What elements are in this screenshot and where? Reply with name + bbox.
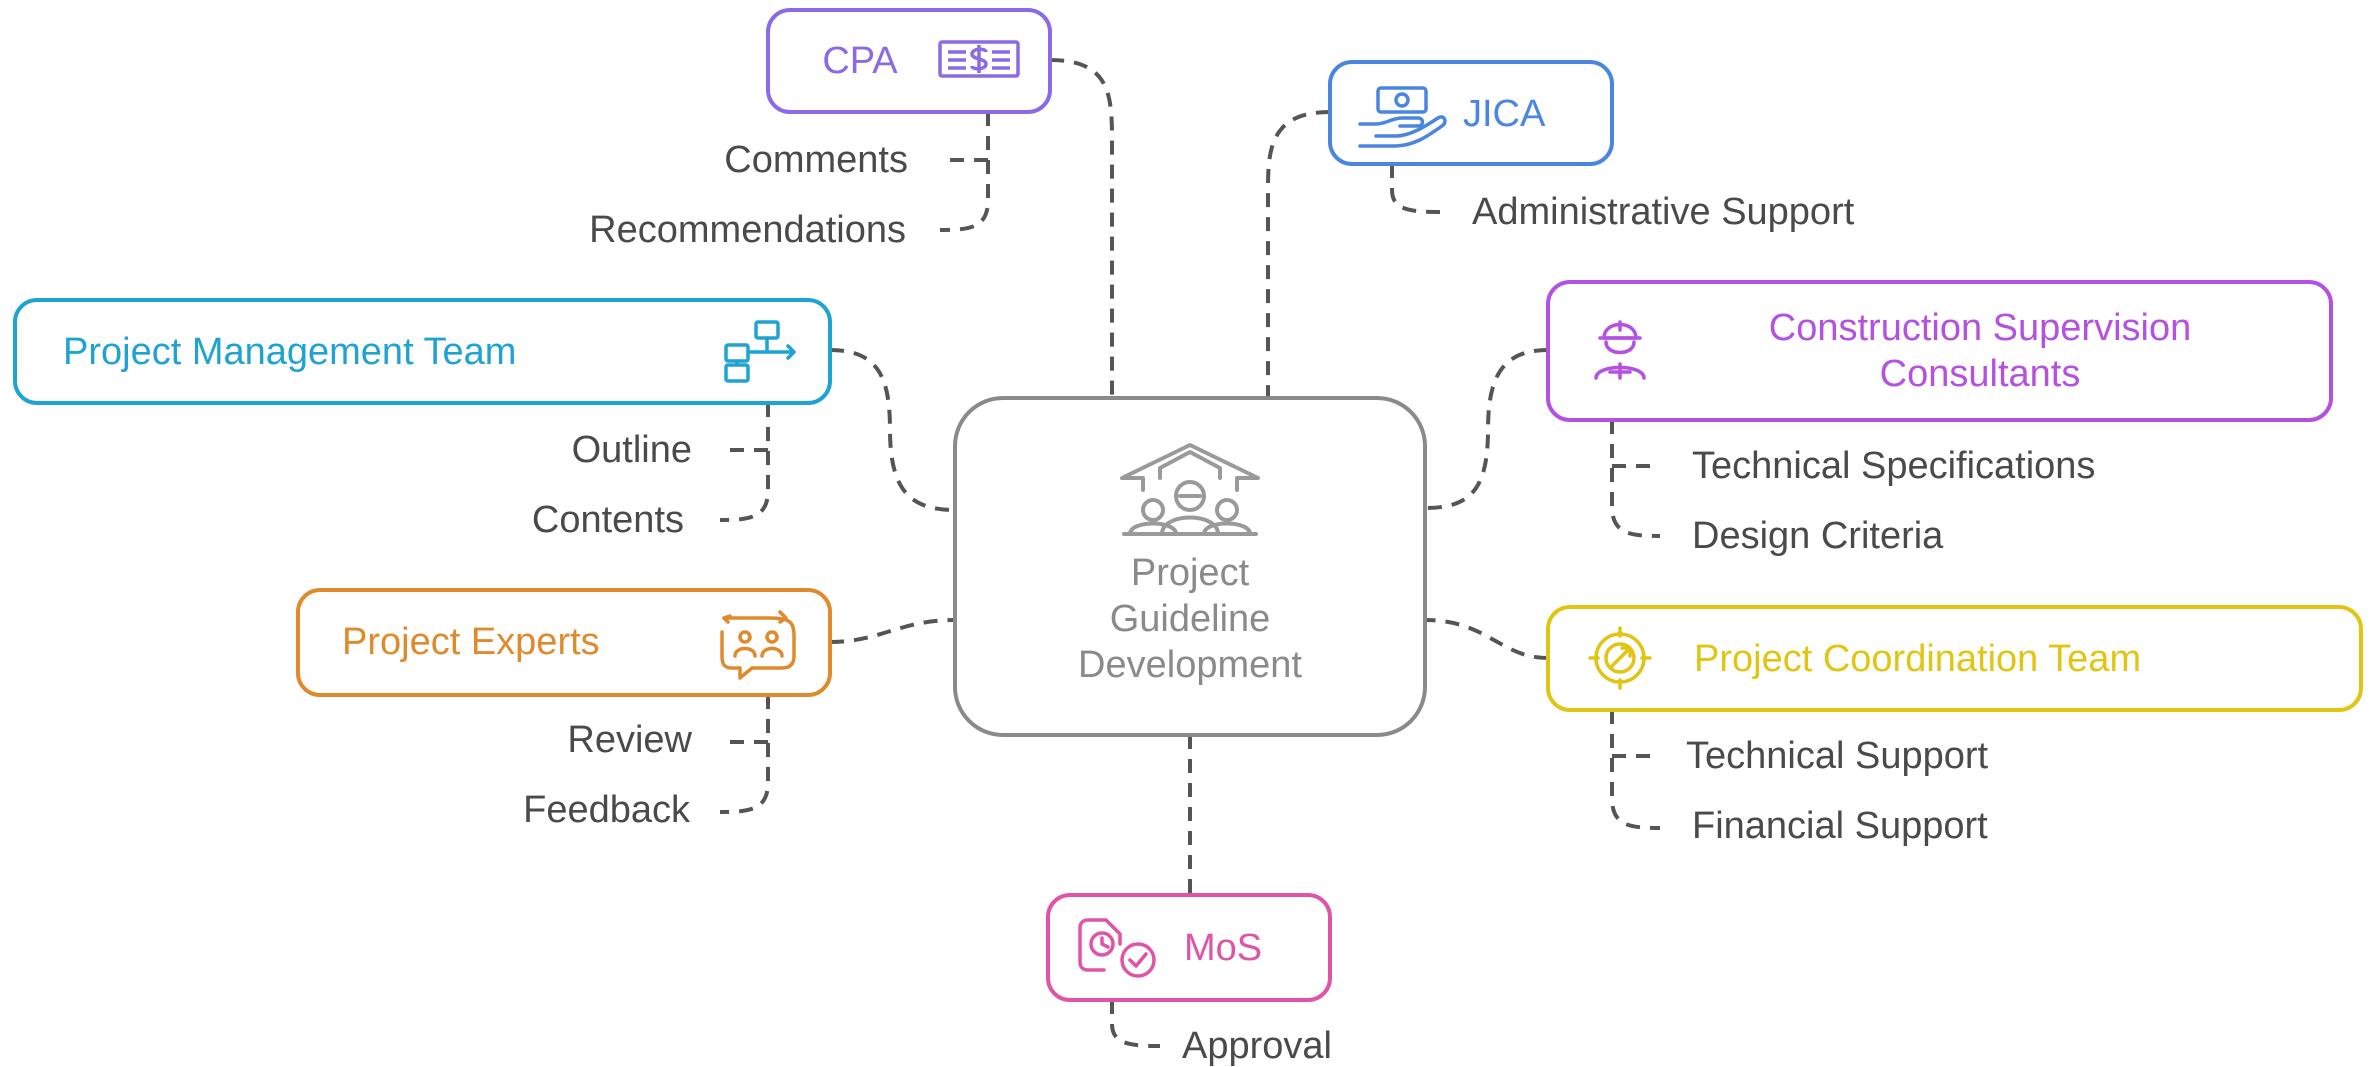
cpa-item-recommendations: Recommendations: [589, 209, 906, 251]
pmt-item-outline: Outline: [572, 429, 692, 471]
experts-item-feedback: Feedback: [523, 789, 691, 831]
center-title-line-1: Project: [1131, 552, 1250, 594]
node-cpa[interactable]: CPA Comments Recommendations: [589, 8, 1052, 251]
target-gear-icon: [1588, 626, 1652, 690]
node-project-experts[interactable]: Project Experts Review Feedback: [296, 588, 832, 831]
mos-label: MoS: [1184, 927, 1262, 969]
cpa-label: CPA: [822, 40, 898, 82]
worker-helmet-icon: [1594, 320, 1646, 380]
connector-cpa: [1049, 58, 1114, 398]
connectors: [719, 58, 1661, 1048]
flowchart-icon: [724, 320, 796, 383]
pmt-item-contents: Contents: [532, 499, 684, 541]
experts-chat-icon: [720, 610, 796, 680]
branch-pct: [1610, 710, 1661, 830]
money-bill-icon: [938, 40, 1020, 78]
branch-pmt: [719, 403, 770, 522]
connector-pmt: [829, 348, 956, 512]
document-clock-check-icon: [1078, 918, 1156, 978]
cpa-item-comments: Comments: [724, 139, 908, 181]
connector-experts: [829, 618, 956, 644]
node-project-coordination-team[interactable]: Project Coordination Team Technical Supp…: [1546, 605, 2363, 847]
branch-cpa: [939, 112, 990, 232]
pct-item-technical-support: Technical Support: [1686, 735, 1989, 777]
node-mos[interactable]: MoS Approval: [1046, 893, 1332, 1067]
branch-jica: [1390, 164, 1441, 214]
csc-item-design-criteria: Design Criteria: [1692, 515, 1944, 557]
center-title-line-2: Guideline: [1110, 598, 1271, 640]
jica-item-administrative-support: Administrative Support: [1472, 191, 1855, 233]
pct-label: Project Coordination Team: [1694, 638, 2141, 680]
team-growth-icon: [1120, 443, 1260, 536]
connector-pct: [1424, 618, 1549, 660]
node-project-management-team[interactable]: Project Management Team Outline Contents: [13, 298, 832, 541]
center-node[interactable]: Project Guideline Development: [953, 396, 1427, 737]
csc-item-technical-specifications: Technical Specifications: [1692, 445, 2095, 487]
node-jica[interactable]: JICA Administrative Support: [1328, 60, 1855, 233]
jica-label: JICA: [1463, 93, 1546, 135]
connector-csc: [1424, 348, 1549, 510]
money-hand-icon: [1358, 86, 1447, 148]
csc-label-line-1: Construction Supervision: [1769, 307, 2191, 349]
center-title-line-3: Development: [1078, 644, 1302, 686]
mos-item-approval: Approval: [1182, 1025, 1332, 1067]
pmt-label: Project Management Team: [63, 331, 516, 373]
branch-csc: [1610, 420, 1661, 538]
node-construction-supervision-consultants[interactable]: Construction Supervision Consultants Tec…: [1546, 280, 2333, 557]
connector-jica: [1266, 110, 1331, 398]
branch-mos: [1110, 1000, 1161, 1048]
pct-item-financial-support: Financial Support: [1692, 805, 1988, 847]
csc-label-line-2: Consultants: [1880, 353, 2081, 395]
branch-experts: [719, 695, 770, 814]
experts-label: Project Experts: [342, 621, 600, 663]
experts-item-review: Review: [567, 719, 692, 761]
